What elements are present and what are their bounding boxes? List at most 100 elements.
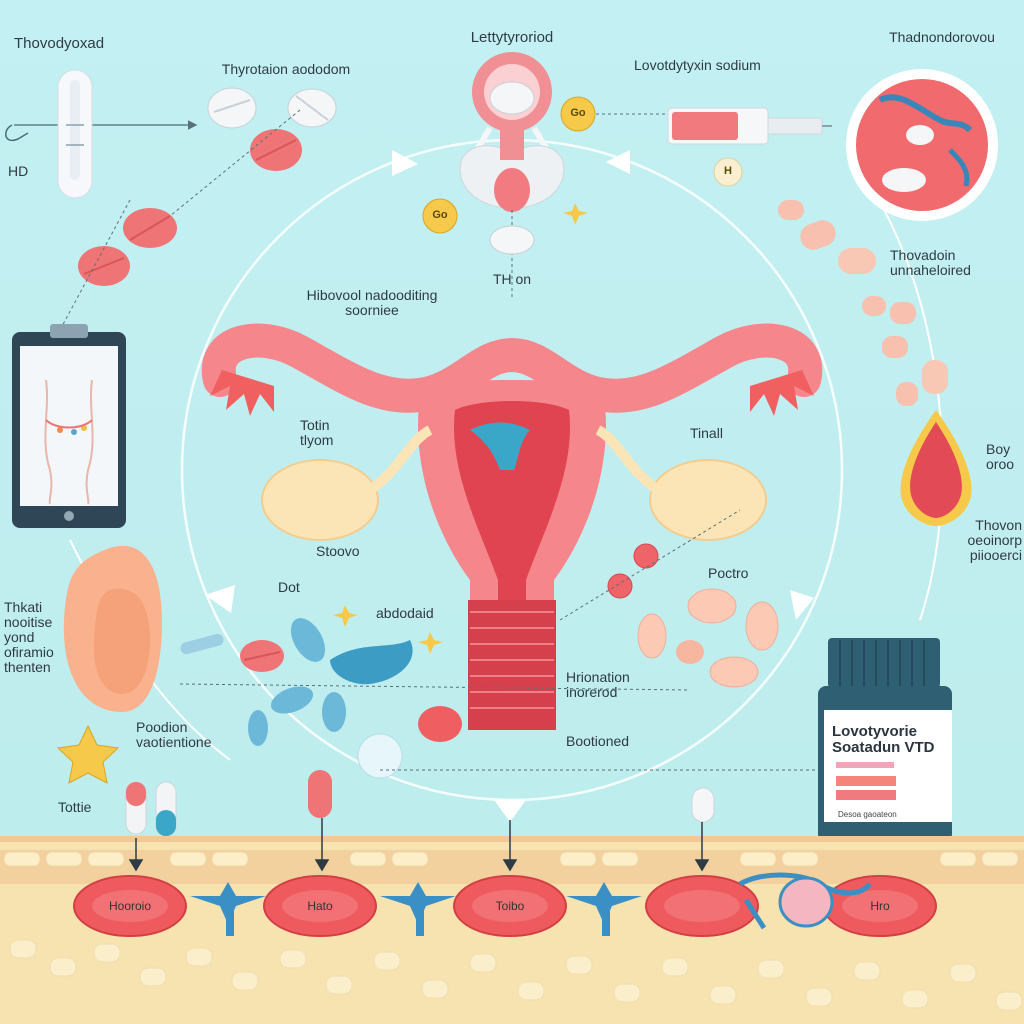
- h-badge-icon: [713, 157, 743, 187]
- left-ovary-label: Totin tlyom: [300, 417, 334, 448]
- blue-cell-icon: [248, 710, 268, 746]
- poctro-label: Poctro: [708, 565, 749, 581]
- right-drop-label: Boy oroo: [986, 441, 1015, 472]
- sparkle-icon: [333, 605, 358, 627]
- peach-tablet-icon: [745, 601, 779, 651]
- pink-pill-icon: [800, 220, 836, 250]
- sparkle-icon: [418, 632, 443, 654]
- thyroid-gland-icon: [459, 52, 565, 212]
- red-blood-cell-icon: [73, 875, 187, 937]
- syringe-label: Lovotdytyxin sodium: [634, 57, 761, 73]
- pink-pill-icon: [922, 360, 948, 394]
- capsule-icon: [308, 770, 332, 818]
- top-left-label: Thovodyoxad: [14, 35, 105, 52]
- medicine-bottle-icon: [818, 638, 952, 842]
- go-badge-icon: [560, 96, 596, 132]
- capsule-icon: [180, 633, 224, 655]
- peach-tablet-icon: [637, 613, 667, 659]
- pink-pill-icon: [896, 382, 918, 406]
- bottle-title: Lovotyvorie Soatadun VTD: [832, 723, 935, 756]
- red-tablet-icon: [240, 640, 284, 672]
- left-side-label: Thkati nooitise yond ofiramio thenten: [4, 599, 54, 675]
- molecule-icon: [738, 872, 872, 930]
- red-blood-cell-icon: [645, 875, 759, 937]
- right-ovary-label: Tinall: [690, 425, 723, 441]
- red-tablet-icon: [418, 706, 462, 742]
- receptor-arrows: [128, 818, 710, 872]
- red-tablet-icon: [78, 246, 130, 286]
- protein-icon: [380, 882, 456, 936]
- pink-pill-icon: [882, 336, 908, 358]
- cycle-arrow-icon: [205, 585, 235, 613]
- protein-icon: [566, 882, 642, 936]
- pink-pill-icon: [778, 200, 804, 220]
- white-tablet-icon: [287, 88, 337, 128]
- blue-cell-icon: [290, 618, 326, 662]
- dotted-connector: [179, 683, 691, 691]
- red-tablet-icon: [123, 208, 177, 248]
- pink-pill-icon: [890, 302, 916, 324]
- bootioned-label: Bootioned: [566, 733, 630, 749]
- red-tablet-icon: [250, 129, 302, 171]
- sparkle-icon: [563, 203, 588, 225]
- red-bead-icon: [633, 543, 659, 569]
- totte-label: Tottie: [58, 799, 92, 815]
- dot-label: Dot: [278, 579, 300, 595]
- syringe-icon: [667, 107, 832, 145]
- cell-label: Hooroio: [108, 899, 152, 913]
- bubble-icon: [357, 733, 403, 779]
- cycle-arrow-icon: [494, 800, 526, 822]
- protein-icon: [190, 882, 266, 936]
- tablet-top-label: Thyrotaion aododom: [221, 61, 351, 77]
- test-tube-icon: [57, 69, 93, 199]
- peach-tablet-icon: [676, 640, 704, 664]
- blue-cell-icon: [330, 640, 413, 685]
- cell-label: Toibo: [495, 899, 525, 913]
- stoovo-label: Stoovo: [316, 543, 360, 559]
- th-on-label: TH on: [492, 271, 532, 287]
- red-blood-cell-icon: [263, 875, 377, 937]
- go-badge-icon: [422, 198, 458, 234]
- blood-drop-icon: [900, 410, 972, 526]
- red-blood-cell-icon: [453, 875, 567, 937]
- blue-cell-icon: [270, 686, 314, 714]
- pink-pill-icon: [862, 296, 886, 316]
- blue-cell-icon: [322, 692, 346, 732]
- hrionation-label: Hrionation inorerod: [566, 669, 630, 700]
- capsule-icon: [125, 781, 147, 835]
- center-note-label: Hibovool nadooditing soorniee: [306, 287, 438, 318]
- go-badge-label-2: Go: [432, 209, 448, 221]
- dotted-connector: [169, 109, 301, 217]
- right-tablets-label: Thovadoin unnaheloired: [890, 247, 971, 278]
- cycle-arrow-icon: [392, 150, 418, 176]
- dotted-connector: [559, 509, 741, 621]
- cycle-arrow-icon: [790, 590, 814, 620]
- star-icon: [56, 724, 120, 784]
- capsule-icon: [155, 781, 177, 837]
- capsule-icon: [691, 787, 715, 823]
- uterus-illustration: [201, 323, 823, 730]
- tablet-device-icon: [12, 324, 126, 528]
- white-tablet-icon: [207, 87, 257, 129]
- right-note-label: Thovon oeoinorp piiooerci: [967, 517, 1023, 563]
- cell-label: Hro: [870, 899, 890, 913]
- skin-patch-icon: [63, 545, 162, 712]
- poodion-label: Poodion vaotientione: [136, 719, 212, 750]
- abdoclaid-label: abdodaid: [376, 605, 434, 621]
- h-badge-label: H: [724, 165, 732, 177]
- curl-icon: [5, 124, 29, 142]
- magnified-circle-icon: [846, 69, 998, 221]
- bottle-footer: Desoa gaoateon: [838, 810, 897, 819]
- hd-label: HD: [8, 163, 29, 179]
- go-badge-label: Go: [570, 107, 586, 119]
- top-right-label: Thadnondorovou: [889, 29, 995, 45]
- peach-tablet-icon: [709, 656, 759, 688]
- center-top-label: Lettytyroriod: [470, 29, 554, 46]
- pink-pill-icon: [838, 248, 876, 274]
- dotted-connector: [59, 199, 131, 331]
- cell-label: Hato: [307, 899, 333, 913]
- peach-tablet-icon: [687, 588, 737, 624]
- white-tablet-icon: [489, 225, 535, 255]
